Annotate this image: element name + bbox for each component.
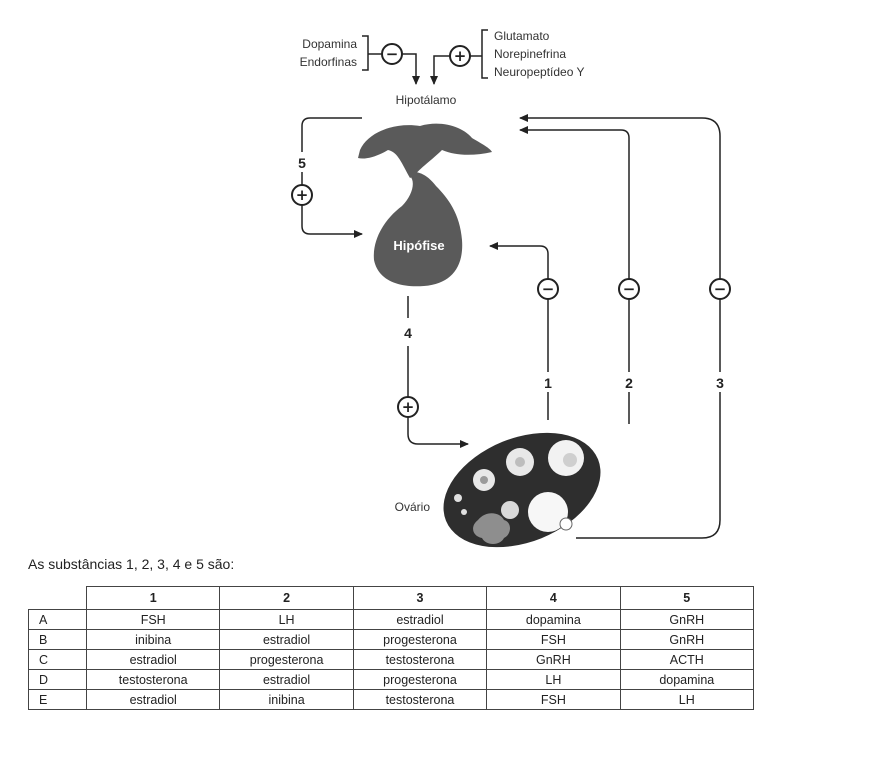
table-header-row: 1 2 3 4 5 xyxy=(28,586,755,610)
table-cell: ACTH xyxy=(619,649,755,670)
ovary xyxy=(443,432,601,548)
table-corner-cell xyxy=(28,586,87,610)
table-cell: estradiol xyxy=(352,609,488,630)
table-cell: LH xyxy=(619,689,755,710)
table-cell: dopamina xyxy=(486,609,621,630)
svg-text:−: − xyxy=(386,45,399,63)
stimulator-label-glutamato: Glutamato xyxy=(494,29,550,43)
table-cell: testosterona xyxy=(85,669,221,690)
inhibitor-label-endorfinas: Endorfinas xyxy=(300,55,357,69)
table-row: C estradiol progesterona testosterona Gn… xyxy=(28,649,755,670)
pathway-3-number: 3 xyxy=(716,375,724,391)
minus-sign-pathway-2: − xyxy=(618,278,640,300)
pituitary-shape xyxy=(373,172,463,287)
pathway-1-label-bg xyxy=(540,372,556,392)
pituitary-label: Hipófise xyxy=(393,238,444,253)
table-cell: estradiol xyxy=(85,649,221,670)
minus-sign-pathway-1: − xyxy=(537,278,559,300)
svg-text:−: − xyxy=(542,280,555,298)
pathway-2-number: 2 xyxy=(625,375,633,391)
column-header: 5 xyxy=(619,586,755,610)
svg-text:+: + xyxy=(402,398,415,416)
stimulator-label-norepinefrina: Norepinefrina xyxy=(494,47,566,61)
table-cell: progesterona xyxy=(219,649,354,670)
pathway-3-line xyxy=(519,114,721,539)
table-cell: testosterona xyxy=(352,689,488,710)
plus-sign-stimulators: + xyxy=(449,45,471,67)
table-cell: estradiol xyxy=(85,689,221,710)
svg-text:+: + xyxy=(296,186,309,204)
hormonal-feedback-diagram: Dopamina Endorfinas − + Glutamato Norepi… xyxy=(291,29,731,548)
corpus-luteum xyxy=(473,513,510,544)
pathway-2-line xyxy=(519,126,630,424)
pathway-2-label-bg xyxy=(621,372,637,392)
table-cell: LH xyxy=(219,609,354,630)
table-cell: GnRH xyxy=(619,629,755,650)
table-cell: inibina xyxy=(219,689,354,710)
table-cell: FSH xyxy=(85,609,221,630)
stimulator-label-neuropeptideo-y: Neuropeptídeo Y xyxy=(494,65,585,79)
table-cell: progesterona xyxy=(352,669,488,690)
column-header: 2 xyxy=(219,586,354,610)
minus-sign-inhibitors: − xyxy=(381,43,403,65)
column-header: 4 xyxy=(486,586,621,610)
question-text: As substâncias 1, 2, 3, 4 e 5 são: xyxy=(28,556,235,572)
svg-text:+: + xyxy=(454,47,467,65)
pathway-3-label-bg xyxy=(712,372,728,392)
hypothalamus-shape xyxy=(358,123,492,178)
table-cell: progesterona xyxy=(352,629,488,650)
table-row: B inibina estradiol progesterona FSH GnR… xyxy=(28,629,755,650)
hypothalamus-label: Hipotálamo xyxy=(396,93,457,107)
inhibitor-arrow xyxy=(402,53,420,85)
svg-text:−: − xyxy=(714,280,727,298)
pathway-5-line xyxy=(301,117,363,238)
table-cell: FSH xyxy=(486,689,621,710)
table-cell: estradiol xyxy=(219,629,354,650)
option-label: D xyxy=(28,669,87,690)
plus-sign-pathway-5: + xyxy=(291,184,313,206)
option-label: E xyxy=(28,689,87,710)
pathway-5-label-bg xyxy=(294,152,310,172)
ovulating-follicle xyxy=(528,492,568,532)
table-cell: dopamina xyxy=(619,669,755,690)
table-row: A FSH LH estradiol dopamina GnRH xyxy=(28,609,755,630)
table-cell: FSH xyxy=(486,629,621,650)
table-cell: LH xyxy=(486,669,621,690)
follicle xyxy=(501,501,519,519)
option-label: C xyxy=(28,649,87,670)
ovary-label: Ovário xyxy=(395,500,431,514)
column-header: 1 xyxy=(85,586,221,610)
column-header: 3 xyxy=(352,586,488,610)
plus-sign-pathway-4: + xyxy=(397,396,419,418)
table-row: D testosterona estradiol progesterona LH… xyxy=(28,669,755,690)
pathway-1-line xyxy=(489,242,549,420)
table-row: E estradiol inibina testosterona FSH LH xyxy=(28,689,755,710)
table-cell: inibina xyxy=(85,629,221,650)
table-cell: GnRH xyxy=(486,649,621,670)
inhibitor-label-dopamina: Dopamina xyxy=(302,37,357,51)
table-cell: testosterona xyxy=(352,649,488,670)
stimulator-arrow xyxy=(430,55,450,85)
answer-options-table: 1 2 3 4 5 A FSH LH estradiol dopamina Gn… xyxy=(28,586,755,710)
minus-sign-pathway-3: − xyxy=(709,278,731,300)
option-label: A xyxy=(28,609,87,630)
table-cell: GnRH xyxy=(619,609,755,630)
pathway-4-number: 4 xyxy=(404,325,412,341)
stimulator-bracket xyxy=(481,29,488,79)
svg-text:−: − xyxy=(623,280,636,298)
pathway-4-line-bottom xyxy=(407,346,469,448)
inhibitor-bracket xyxy=(362,35,369,71)
table-cell: estradiol xyxy=(219,669,354,690)
option-label: B xyxy=(28,629,87,650)
pathway-1-number: 1 xyxy=(544,375,552,391)
pathway-5-number: 5 xyxy=(298,155,306,171)
